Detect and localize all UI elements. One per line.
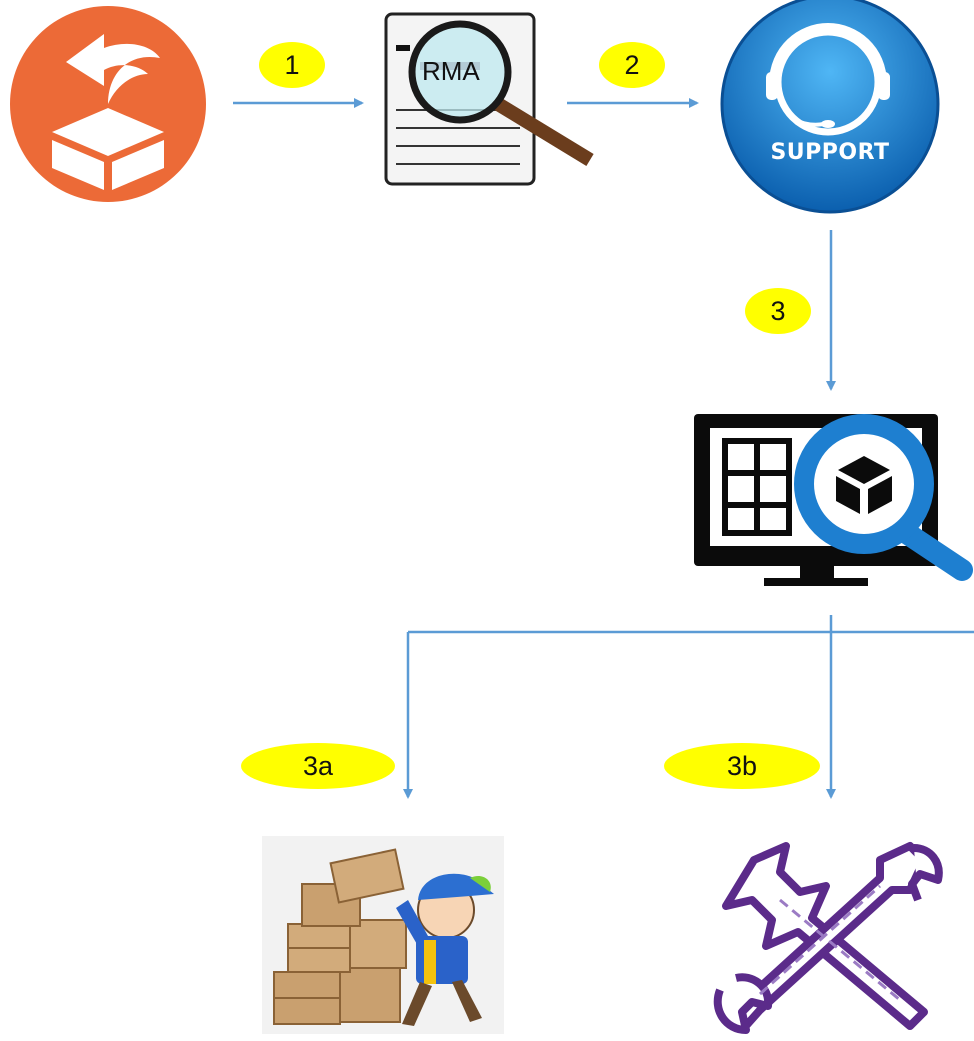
step-badge-3a: 3a — [241, 743, 395, 789]
step-badge-3b: 3b — [664, 743, 820, 789]
warehouse-worker-boxes-icon — [262, 836, 504, 1034]
inventory-search-monitor-icon — [694, 414, 973, 586]
return-package-icon — [10, 6, 206, 202]
support-headset-icon — [720, 0, 940, 214]
support-label: SUPPORT — [770, 140, 890, 165]
step-badge-2: 2 — [599, 42, 665, 88]
step-badge-1: 1 — [259, 42, 325, 88]
crossed-wrenches-icon — [713, 842, 943, 1034]
step-badge-3: 3 — [745, 288, 811, 334]
rma-label: RMA — [422, 56, 480, 86]
rma-document-magnifier-icon — [384, 12, 594, 186]
